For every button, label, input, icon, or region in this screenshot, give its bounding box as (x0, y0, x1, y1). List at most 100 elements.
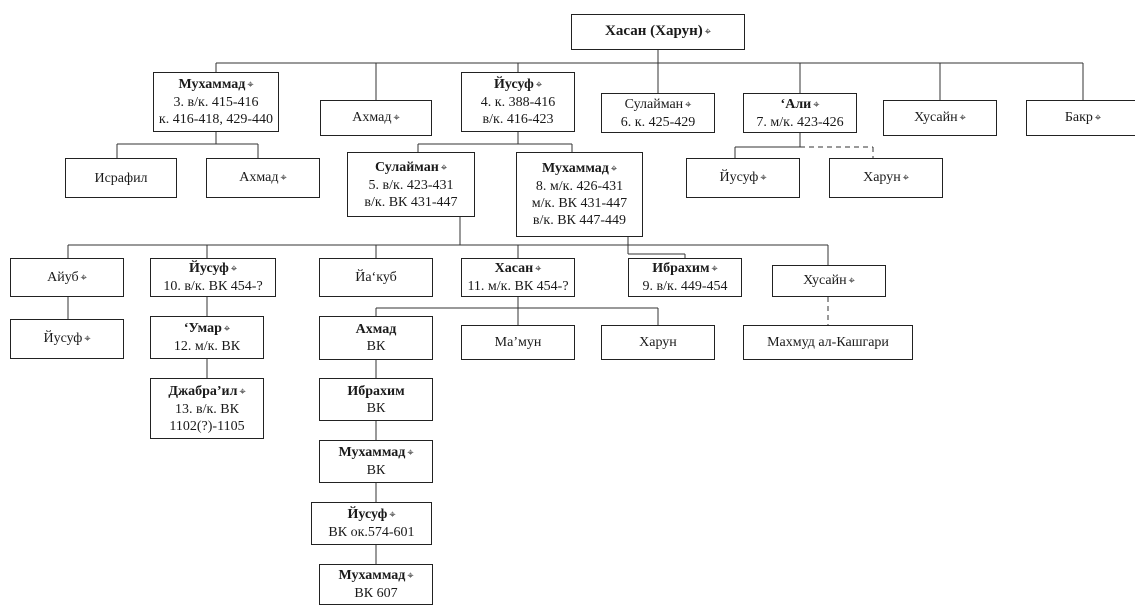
node-yusuf-4[interactable]: Йусуф⌖ (10, 319, 124, 359)
marker-icon: ⌖ (685, 98, 692, 111)
marker-icon: ⌖ (535, 79, 543, 91)
person-name: Хусайн (914, 110, 958, 125)
node-hasan-2[interactable]: Хасан⌖ 11. м/к. ВК 454-? (461, 258, 575, 297)
marker-icon: ⌖ (704, 26, 711, 38)
node-umar[interactable]: ‘Умар⌖ 12. м/к. ВК (150, 316, 264, 359)
marker-icon: ⌖ (393, 112, 400, 124)
person-name: Хасан (Харун) (605, 23, 703, 39)
person-name: ‘Али (780, 96, 812, 112)
node-yaqub[interactable]: Йа‘куб (319, 258, 433, 297)
marker-icon: ⌖ (813, 98, 820, 111)
person-name: ‘Умар (183, 321, 222, 336)
marker-icon: ⌖ (239, 385, 246, 398)
node-harun-2[interactable]: Харун (601, 325, 715, 360)
person-name: Ахмад (355, 322, 397, 337)
person-name: Бакр (1064, 110, 1093, 125)
person-name: Хасан (494, 261, 534, 276)
marker-icon: ⌖ (407, 570, 414, 582)
marker-icon: ⌖ (848, 275, 855, 287)
reign-line: к. 416-418, 429-440 (158, 112, 274, 127)
reign-line: в/к. ВК 431-447 (364, 194, 458, 210)
person-name: Йусуф (43, 331, 83, 346)
person-name: Махмуд ал-Кашгари (767, 335, 889, 350)
reign-line: ВК (366, 463, 386, 478)
marker-icon: ⌖ (407, 447, 414, 459)
marker-icon: ⌖ (1094, 112, 1102, 124)
node-jabrail[interactable]: Джабра’ил⌖ 13. в/к. ВК 1102(?)-1105 (150, 378, 264, 439)
node-hasan-harun[interactable]: Хасан (Харун)⌖ (571, 14, 745, 50)
node-ali[interactable]: ‘Али⌖ 7. м/к. 423-426 (743, 93, 857, 133)
marker-icon: ⌖ (389, 509, 396, 521)
node-israfil[interactable]: Исрафил (65, 158, 177, 198)
node-ibrahim-2[interactable]: Ибрахим ВК (319, 378, 433, 421)
reign-line: ВК ок.574-601 (328, 525, 415, 540)
marker-icon: ⌖ (711, 263, 718, 275)
person-name: Исрафил (94, 170, 148, 186)
node-mamun[interactable]: Ма’мун (461, 325, 575, 360)
person-name: Йусуф (493, 77, 534, 92)
node-ahmad-1[interactable]: Ахмад⌖ (320, 100, 432, 136)
node-sulayman-1[interactable]: Сулайман⌖ 6. к. 425-429 (601, 93, 715, 133)
reign-line: в/к. 416-423 (482, 112, 554, 127)
node-ahmad-3[interactable]: Ахмад ВК (319, 316, 433, 360)
reign-line: в/к. ВК 447-449 (532, 213, 627, 228)
person-name: Айуб (47, 269, 79, 285)
person-name: Йусуф (719, 170, 759, 185)
node-muhammad-1[interactable]: Мухаммад⌖ 3. в/к. 415-416 к. 416-418, 42… (153, 72, 279, 132)
person-name: Ма’мун (494, 335, 542, 350)
person-name: Ахмад (352, 110, 392, 125)
person-name: Хусайн (803, 273, 847, 288)
person-name: Ибрахим (652, 261, 710, 276)
node-yusuf-5[interactable]: Йусуф⌖ ВК ок.574-601 (311, 502, 432, 545)
node-husayn-2[interactable]: Хусайн⌖ (772, 265, 886, 297)
node-husayn-1[interactable]: Хусайн⌖ (883, 100, 997, 136)
reign-line: 3. в/к. 415-416 (173, 95, 259, 110)
marker-icon: ⌖ (440, 161, 448, 174)
node-muhammad-4[interactable]: Мухаммад⌖ ВК 607 (319, 564, 433, 605)
person-name: Харун (863, 170, 901, 185)
reign-line: ВК (366, 400, 386, 416)
marker-icon: ⌖ (760, 172, 767, 184)
marker-icon: ⌖ (230, 263, 238, 275)
marker-icon: ⌖ (247, 79, 254, 91)
reign-line: 6. к. 425-429 (620, 114, 696, 130)
marker-icon: ⌖ (535, 263, 542, 275)
person-name: Сулайман (374, 159, 439, 175)
marker-icon: ⌖ (902, 172, 909, 184)
node-mahmud-kashgari[interactable]: Махмуд ал-Кашгари (743, 325, 913, 360)
node-harun-1[interactable]: Харун⌖ (829, 158, 943, 198)
node-sulayman-2[interactable]: Сулайман⌖ 5. в/к. 423-431 в/к. ВК 431-44… (347, 152, 475, 217)
person-name: Мухаммад (541, 161, 609, 176)
person-name: Мухаммад (338, 445, 406, 460)
person-name: Мухаммад (338, 568, 406, 583)
person-name: Харун (639, 335, 677, 350)
node-yusuf-1[interactable]: Йусуф⌖ 4. к. 388-416 в/к. 416-423 (461, 72, 575, 132)
node-yusuf-2[interactable]: Йусуф⌖ (686, 158, 800, 198)
person-name: Ибрахим (347, 383, 405, 399)
node-ibrahim-1[interactable]: Ибрахим⌖ 9. в/к. 449-454 (628, 258, 742, 297)
reign-line: 5. в/к. 423-431 (368, 177, 454, 193)
marker-icon: ⌖ (84, 333, 91, 345)
node-ayub[interactable]: Айуб⌖ (10, 258, 124, 297)
node-yusuf-3[interactable]: Йусуф⌖ 10. в/к. ВК 454-? (150, 258, 276, 297)
reign-line: 9. в/к. 449-454 (642, 279, 728, 294)
node-muhammad-3[interactable]: Мухаммад⌖ ВК (319, 440, 433, 483)
marker-icon: ⌖ (959, 112, 966, 124)
reign-line: 8. м/к. 426-431 (535, 179, 624, 194)
node-bakr[interactable]: Бакр⌖ (1026, 100, 1135, 136)
node-muhammad-2[interactable]: Мухаммад⌖ 8. м/к. 426-431 м/к. ВК 431-44… (516, 152, 643, 237)
marker-icon: ⌖ (610, 163, 618, 175)
reign-line: 7. м/к. 423-426 (756, 114, 844, 130)
person-name: Йусуф (188, 261, 229, 276)
reign-line: ВК (366, 339, 386, 354)
marker-icon: ⌖ (280, 172, 287, 184)
reign-line: 4. к. 388-416 (480, 95, 556, 110)
reign-line: 12. м/к. ВК (173, 339, 241, 354)
reign-line: м/к. ВК 431-447 (531, 196, 628, 211)
reign-line: 13. в/к. ВК (175, 401, 239, 417)
marker-icon: ⌖ (223, 323, 231, 335)
node-ahmad-2[interactable]: Ахмад⌖ (206, 158, 320, 198)
person-name: Мухаммад (178, 77, 246, 92)
person-name: Йусуф (347, 507, 388, 522)
